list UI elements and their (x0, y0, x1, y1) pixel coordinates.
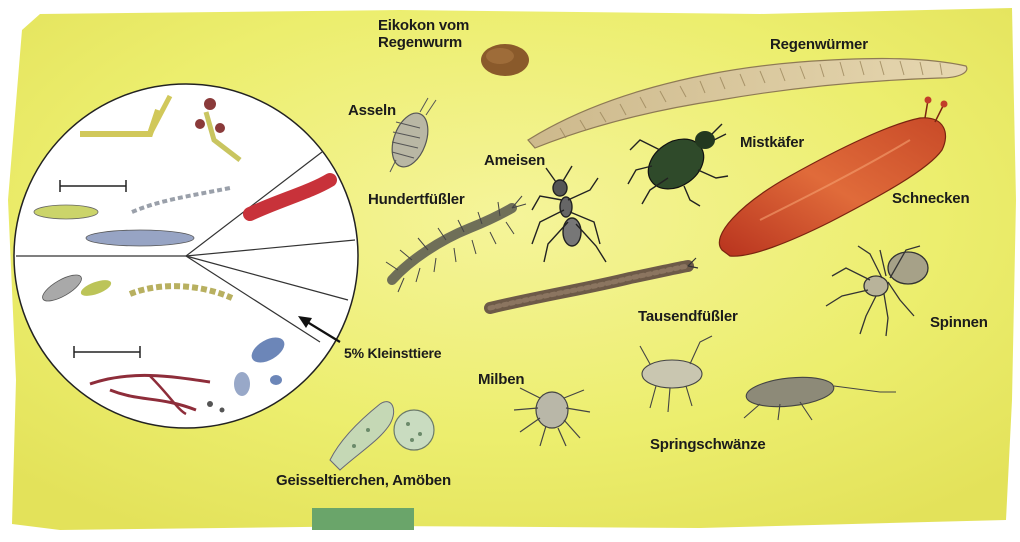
label-eikokon-line2: Regenwurm (378, 34, 469, 51)
label-milben: Milben (478, 371, 524, 388)
label-springschwaenze: Springschwänze (650, 436, 766, 453)
label-tausendfuessler: Tausendfüßler (638, 308, 738, 325)
label-eikokon-line1: Eikokon vom (378, 17, 469, 34)
label-asseln: Asseln (348, 102, 396, 119)
label-ameisen: Ameisen (484, 152, 545, 169)
label-hundertfuessler: Hundertfüßler (368, 191, 465, 208)
label-eikokon: Eikokon vom Regenwurm (378, 17, 469, 51)
cocoon-icon (481, 44, 529, 76)
label-geisseltierchen: Geisseltierchen, Amöben (276, 472, 451, 489)
label-mistkaefer: Mistkäfer (740, 134, 804, 151)
green-bar (312, 508, 414, 530)
microorganism-circle (14, 84, 358, 428)
label-kleinsttiere: 5% Kleinsttiere (344, 345, 441, 362)
label-spinnen: Spinnen (930, 314, 988, 331)
label-regenwuermer: Regenwürmer (770, 36, 868, 53)
label-schnecken: Schnecken (892, 190, 969, 207)
